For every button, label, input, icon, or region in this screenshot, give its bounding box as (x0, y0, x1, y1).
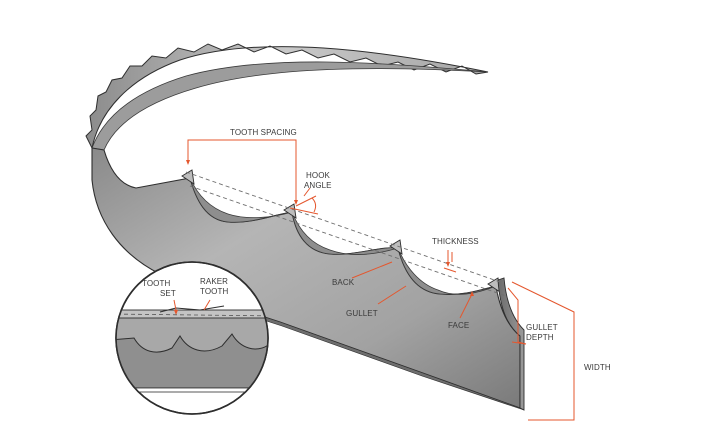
thickness-marker (443, 250, 457, 273)
face-arrowhead (470, 291, 474, 296)
blade-curl-inner-band (91, 61, 489, 151)
face-leader (459, 293, 473, 319)
tooth-2 (283, 203, 297, 219)
width-bracket (511, 281, 575, 421)
label-face: FACE (448, 321, 469, 330)
gullet-leader (377, 285, 407, 305)
detail-inset (115, 261, 269, 415)
label-angle: ANGLE (304, 181, 332, 190)
hook-angle-marker (289, 187, 319, 215)
label-gullet-depth-1: GULLET (526, 323, 558, 332)
label-gullet-depth-2: DEPTH (526, 333, 554, 342)
label-hook: HOOK (306, 171, 331, 180)
label-width: WIDTH (584, 363, 611, 372)
gullet-depth-bracket (507, 287, 527, 345)
tooth-spacing-dimension (186, 139, 298, 205)
label-tooth-spacing: TOOTH SPACING (230, 128, 297, 137)
label-thickness: THICKNESS (432, 237, 479, 246)
label-back: BACK (332, 278, 355, 287)
label-raker-tooth-2: TOOTH (200, 287, 228, 296)
label-tooth-set-2: SET (160, 289, 176, 298)
tooth-1 (181, 169, 195, 185)
label-gullet: GULLET (346, 309, 378, 318)
label-tooth-set-1: TOOTH (142, 279, 170, 288)
back-leader (351, 261, 393, 279)
label-raker-tooth-1: RAKER (200, 277, 228, 286)
